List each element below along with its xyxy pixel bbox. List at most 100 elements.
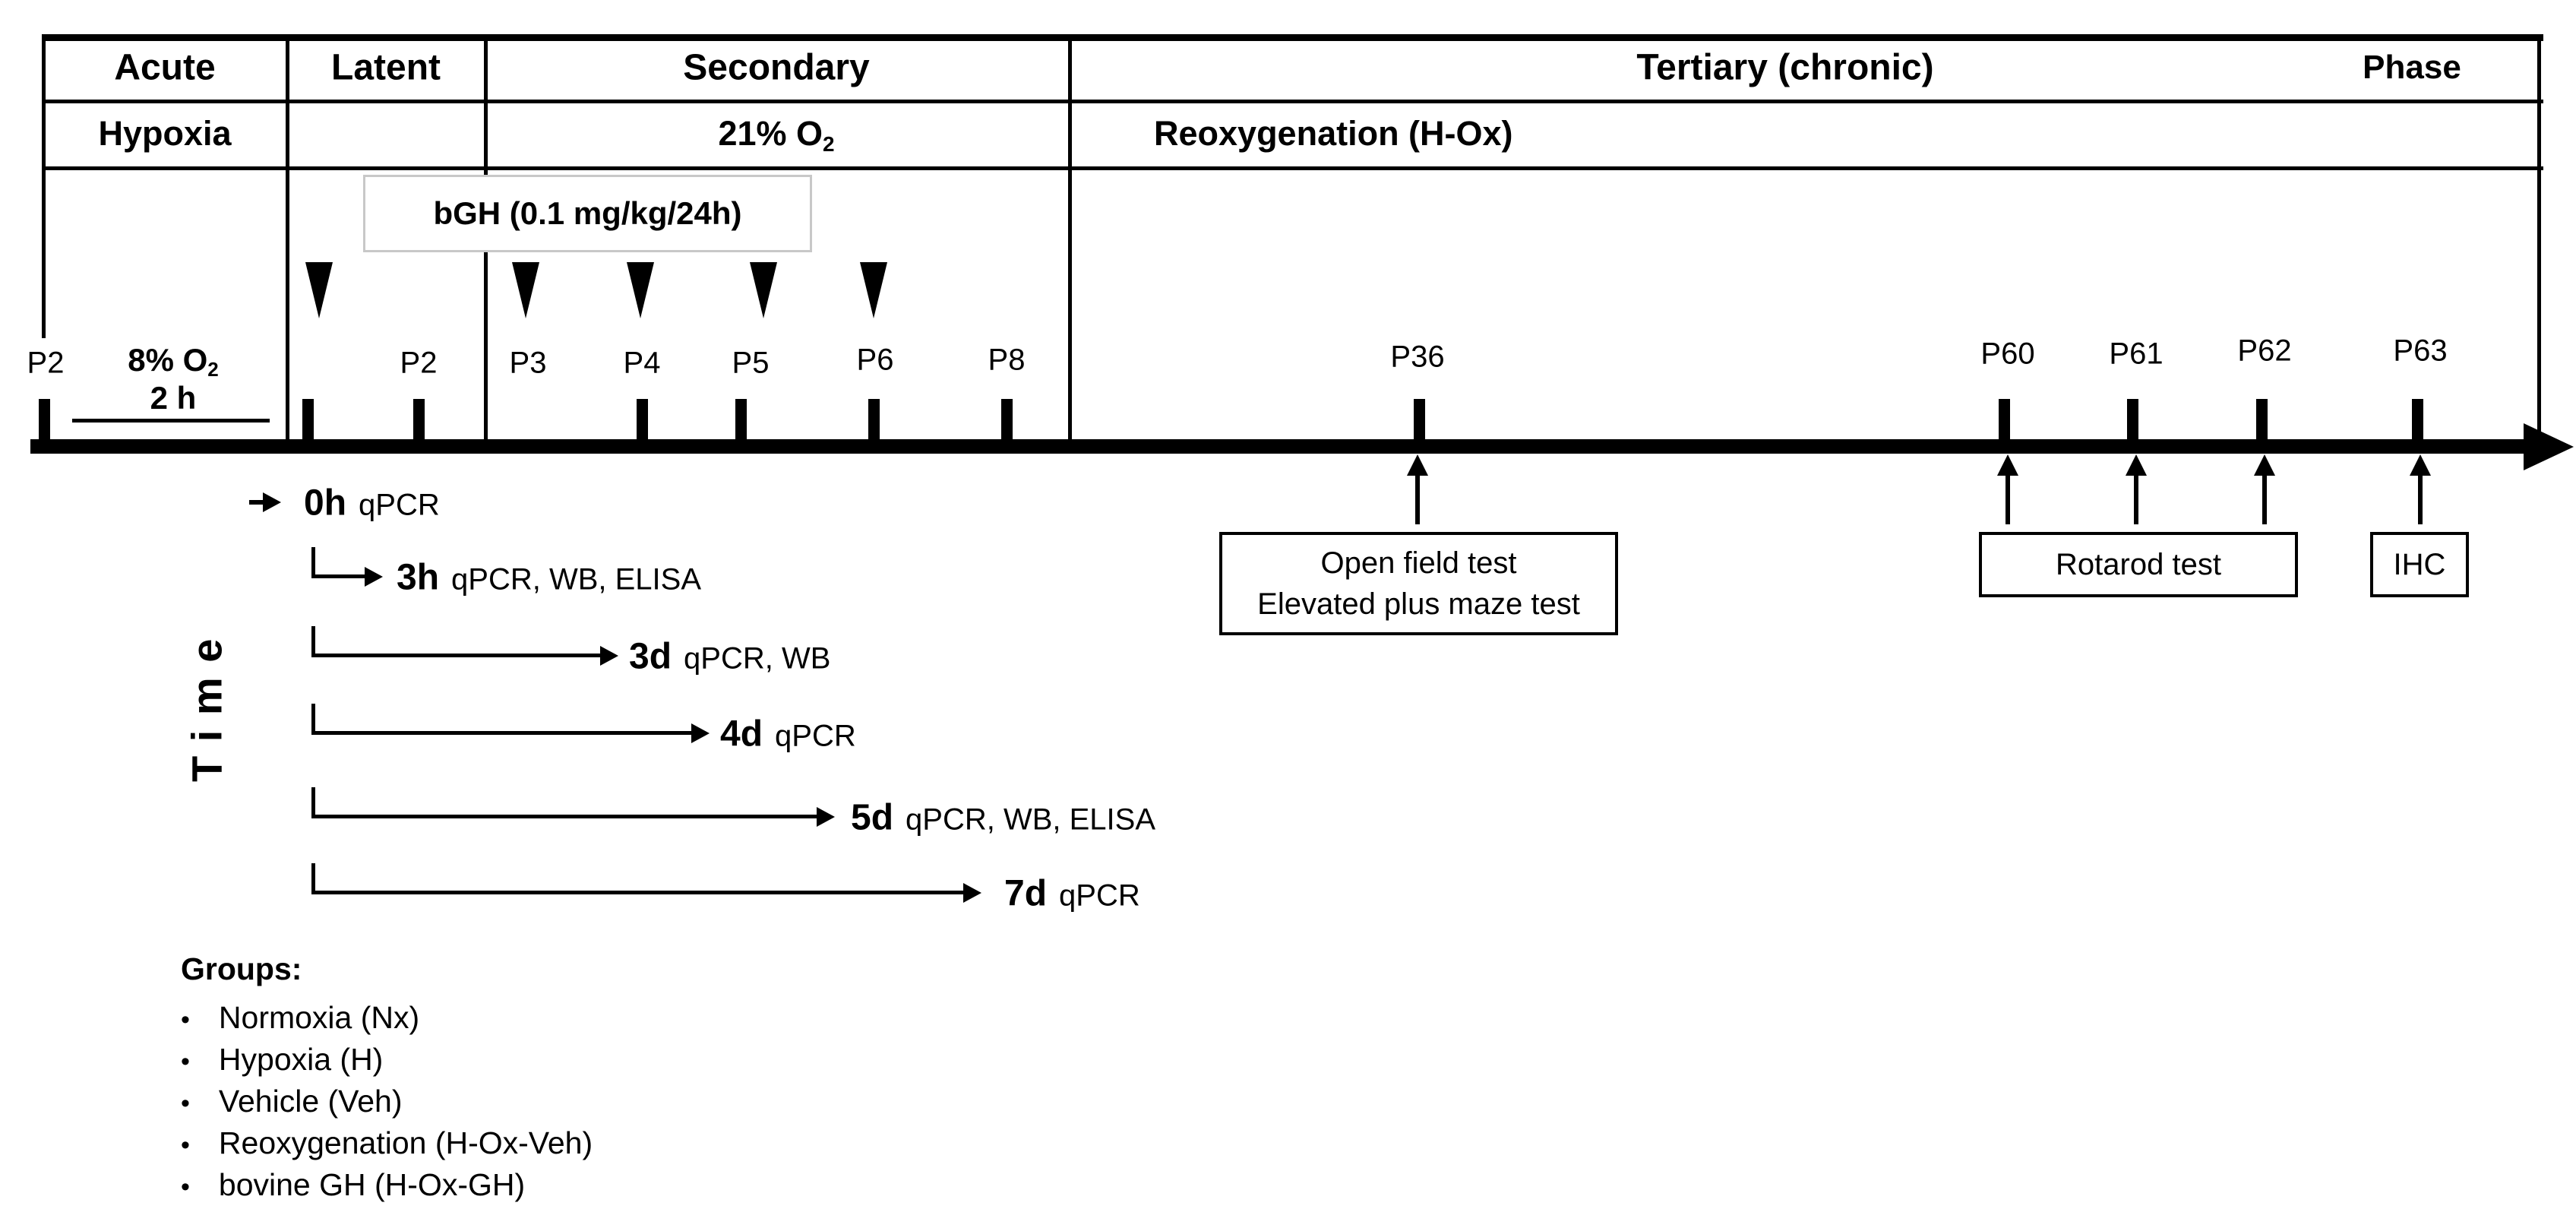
timeline-tick xyxy=(302,399,314,439)
tp-0h-time: 0h xyxy=(304,483,347,524)
group-item: •Hypoxia (H) xyxy=(181,1040,593,1081)
group-item-label: bovine GH (H-Ox-GH) xyxy=(218,1167,526,1202)
timeline-label-p61: P61 xyxy=(2109,337,2164,371)
injection-arrowhead xyxy=(627,262,654,318)
condition-hypoxia: Hypoxia xyxy=(98,114,232,153)
table-left-border xyxy=(42,34,46,338)
timeline-tick xyxy=(1999,399,2010,439)
phase-header-latent: Latent xyxy=(331,47,441,88)
tp-0h-arrow-shaft xyxy=(249,500,263,505)
hypoxia-duration-underline xyxy=(72,419,270,423)
test-arrow-head xyxy=(2410,454,2431,476)
tp-3d-elbow xyxy=(311,626,315,657)
timeline-label-p60: P60 xyxy=(1980,337,2035,371)
tp-4d-arrow-shaft xyxy=(311,731,691,735)
timeline-label-p8: P8 xyxy=(988,343,1026,377)
table-row-divider-1 xyxy=(42,100,2543,103)
injection-arrowhead xyxy=(512,262,539,318)
timeline-tick xyxy=(2412,399,2423,439)
o2-base: 21% O xyxy=(718,114,823,153)
timeline-tick xyxy=(1001,399,1013,439)
bgh-label: bGH (0.1 mg/kg/24h) xyxy=(433,195,742,231)
injection-arrowhead xyxy=(305,262,333,318)
timeline-label-p36: P36 xyxy=(1390,340,1445,374)
table-top-border xyxy=(42,34,2543,41)
ihc-label: IHC xyxy=(2393,548,2446,581)
timeline-tick xyxy=(39,399,50,439)
col-divider-secondary-tertiary xyxy=(1068,34,1072,442)
tp-3d-arrow-shaft xyxy=(311,654,600,657)
test-arrow-shaft xyxy=(2134,474,2138,524)
test-arrow-shaft xyxy=(2005,474,2010,524)
group-item-label: Hypoxia (H) xyxy=(218,1042,384,1077)
test-arrow-head xyxy=(1407,454,1428,476)
table-row-divider-2 xyxy=(42,166,2543,170)
tp-5d-time: 5d xyxy=(851,797,894,838)
timeline-tick xyxy=(2127,399,2138,439)
timeline-label-p6: P6 xyxy=(856,343,894,377)
condition-21-o2: 21% O2 xyxy=(718,114,835,156)
tp-4d-arrow-head xyxy=(691,723,710,743)
tp-3d: 3d qPCR, WB xyxy=(629,636,830,678)
tp-7d-elbow xyxy=(311,863,315,894)
test-arrow-shaft xyxy=(1415,474,1420,524)
test-arrow-shaft xyxy=(2262,474,2267,524)
timeline-tick xyxy=(2256,399,2268,439)
test-arrow-head xyxy=(1997,454,2018,476)
tp-5d-arrow-head xyxy=(817,807,835,827)
tp-5d: 5d qPCR, WB, ELISA xyxy=(851,797,1155,839)
tp-5d-arrow-shaft xyxy=(311,815,817,818)
tp-3d-arrow-head xyxy=(600,646,618,666)
injection-arrowhead xyxy=(860,262,887,318)
groups-heading: Groups: xyxy=(181,951,302,986)
hypoxia-duration-label: 2 h xyxy=(150,380,197,416)
phase-header-tertiary: Tertiary (chronic) xyxy=(1636,47,1934,88)
ihc-box: IHC xyxy=(2370,532,2469,597)
tp-7d: 7d qPCR xyxy=(1004,873,1140,915)
timeline-label-p63: P63 xyxy=(2393,334,2448,368)
group-item: • bovine GH (H-Ox-GH) xyxy=(181,1165,593,1207)
bullet-icon: • xyxy=(181,1173,190,1201)
group-item-label: Vehicle (Veh) xyxy=(218,1084,403,1119)
phase-header-acute: Acute xyxy=(114,47,216,88)
timeline-tick xyxy=(735,399,747,439)
tp-3h-arrow-head xyxy=(365,567,383,587)
timeline-tick xyxy=(413,399,425,439)
group-item-label: Reoxygenation (H-Ox-Veh) xyxy=(218,1125,593,1160)
tp-4d-time: 4d xyxy=(720,714,763,755)
hypoxia-o2-label: 8% O2 xyxy=(128,342,219,381)
timeline-label-p2: P2 xyxy=(400,346,438,380)
open-field-test-line2: Elevated plus maze test xyxy=(1257,587,1580,621)
rotarod-test-box: Rotarod test xyxy=(1979,532,2298,597)
open-field-test-line1: Open field test xyxy=(1320,546,1517,580)
injection-arrowhead xyxy=(750,262,777,318)
groups-legend: Groups: •Normoxia (Nx) •Hypoxia (H) • Veh… xyxy=(181,951,593,1207)
time-axis-text: Time xyxy=(182,623,231,783)
timeline-tick xyxy=(1414,399,1425,439)
timeline-arrowhead xyxy=(2524,423,2574,470)
rotarod-test-label: Rotarod test xyxy=(2056,548,2221,581)
bgh-treatment-box: bGH (0.1 mg/kg/24h) xyxy=(363,175,812,252)
tp-5d-elbow xyxy=(311,787,315,818)
condition-reoxygenation: Reoxygenation (H-Ox) xyxy=(1154,114,1513,153)
hypoxia-o2-subscript: 2 xyxy=(207,358,219,381)
tp-5d-assays: qPCR, WB, ELISA xyxy=(906,802,1155,837)
tp-4d: 4d qPCR xyxy=(720,714,856,755)
timeline-label-p62: P62 xyxy=(2237,334,2292,368)
group-item-label: Normoxia (Nx) xyxy=(218,1000,420,1035)
timeline-axis xyxy=(30,439,2526,454)
tp-3h-elbow xyxy=(311,547,315,578)
tp-0h: 0h qPCR xyxy=(304,483,440,524)
tp-3h-assays: qPCR, WB, ELISA xyxy=(451,562,701,597)
tp-4d-elbow xyxy=(311,704,315,735)
tp-3h: 3h qPCR, WB, ELISA xyxy=(397,557,701,599)
o2-subscript: 2 xyxy=(823,131,835,156)
timeline-label-p3: P3 xyxy=(509,346,547,380)
group-item: •Normoxia (Nx) xyxy=(181,998,593,1040)
tp-3d-assays: qPCR, WB xyxy=(684,641,831,676)
open-field-test-box: Open field test Elevated plus maze test xyxy=(1219,532,1618,635)
tp-7d-time: 7d xyxy=(1004,873,1048,914)
timeline-tick xyxy=(637,399,648,439)
tp-0h-arrow-head xyxy=(263,492,281,512)
